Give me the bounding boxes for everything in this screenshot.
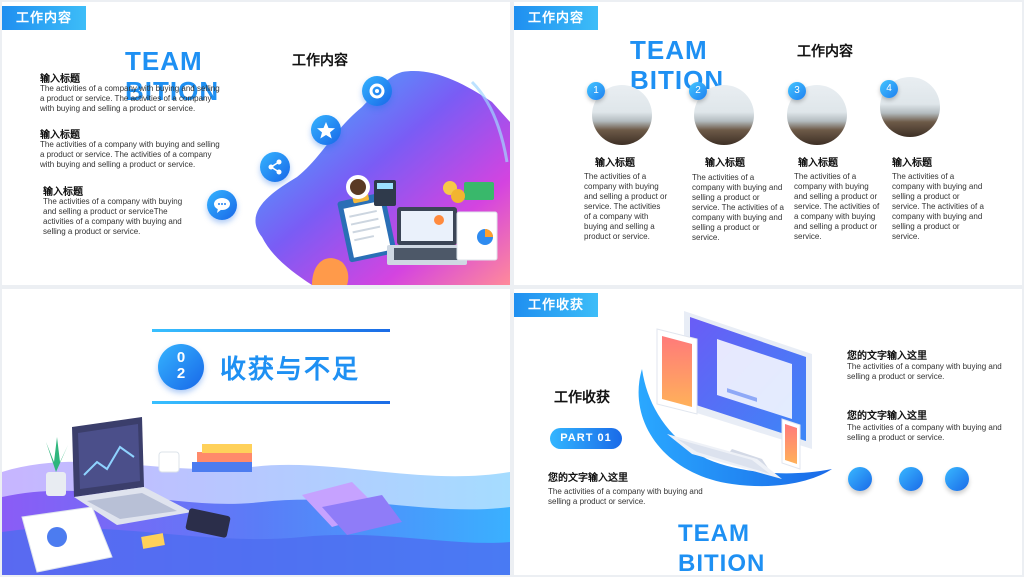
- office-illustration: [255, 71, 510, 285]
- slide-work-content-1[interactable]: 工作内容 TEAM BITION 工作内容 输入标题 The activitie…: [2, 2, 510, 285]
- item-text: The activities of a company with buying …: [892, 172, 984, 241]
- item-text: The activities of a company with buying …: [794, 172, 880, 241]
- item-title: 输入标题: [595, 158, 635, 169]
- star-icon[interactable]: [311, 115, 341, 145]
- section-tag: 工作内容: [2, 6, 87, 30]
- section-tag: 工作收获: [514, 293, 599, 317]
- block-title-1: 输入标题: [40, 74, 80, 85]
- section-digit-1: 0: [176, 349, 186, 366]
- team-line-1: TEAM: [678, 520, 750, 547]
- part-badge: PART 01: [550, 428, 622, 449]
- indicator-dot-1[interactable]: [848, 467, 872, 491]
- block-text-2: The activities of a company with buying …: [40, 140, 220, 169]
- section-tag: 工作内容: [514, 6, 599, 30]
- team-line-1: TEAM: [630, 35, 708, 65]
- slide-heading: 工作收获: [554, 389, 610, 405]
- block-title-3: 输入标题: [43, 187, 83, 198]
- slide-work-content-2[interactable]: 工作内容 TEAM BITION 工作内容 1 输入标题 The activit…: [514, 2, 1022, 285]
- left-block-text: The activities of a company with buying …: [548, 487, 703, 506]
- indicator-dot-2[interactable]: [899, 467, 923, 491]
- item-title: 输入标题: [705, 158, 745, 169]
- settings-icon[interactable]: [362, 76, 392, 106]
- item-number: 2: [689, 82, 707, 100]
- item-title: 输入标题: [892, 158, 932, 169]
- left-block-title: 您的文字输入这里: [548, 473, 628, 484]
- item-number: 3: [788, 82, 806, 100]
- divider-top: [152, 329, 390, 332]
- item-title: 输入标题: [798, 158, 838, 169]
- item-text: The activities of a company with buying …: [584, 172, 668, 241]
- slide-heading: 工作内容: [797, 43, 853, 59]
- slide-section-divider[interactable]: 0 2 收获与不足: [2, 289, 510, 575]
- right-block-title-2: 您的文字输入这里: [847, 411, 927, 422]
- block-title-2: 输入标题: [40, 130, 80, 141]
- desk-illustration: [2, 417, 510, 575]
- team-bition-title: TEAM BITION: [630, 35, 724, 95]
- slide-heading: 工作内容: [292, 52, 348, 68]
- team-bition-title: TEAM BITION: [678, 519, 765, 575]
- share-icon[interactable]: [260, 152, 290, 182]
- right-block-text-2: The activities of a company with buying …: [847, 423, 1002, 442]
- block-text-3: The activities of a company with buying …: [43, 197, 183, 236]
- section-digit-2: 2: [176, 365, 186, 382]
- chat-icon[interactable]: [207, 190, 237, 220]
- right-block-text-1: The activities of a company with buying …: [847, 362, 1002, 381]
- block-text-1: The activities of a company with buying …: [40, 84, 220, 113]
- team-line-1: TEAM: [125, 46, 203, 76]
- item-number: 1: [587, 82, 605, 100]
- section-title: 收获与不足: [220, 354, 361, 384]
- item-number: 4: [880, 80, 898, 98]
- indicator-dot-3[interactable]: [945, 467, 969, 491]
- team-line-2: BITION: [125, 76, 220, 106]
- right-block-title-1: 您的文字输入这里: [847, 351, 927, 362]
- slide-work-gains[interactable]: 工作收获: [514, 289, 1022, 575]
- device-illustration: [638, 311, 832, 487]
- team-line-2: BITION: [678, 550, 766, 575]
- team-bition-title: TEAM BITION: [125, 46, 219, 106]
- divider-bottom: [152, 401, 390, 404]
- section-number-badge: 0 2: [158, 344, 204, 390]
- item-text: The activities of a company with buying …: [692, 173, 784, 242]
